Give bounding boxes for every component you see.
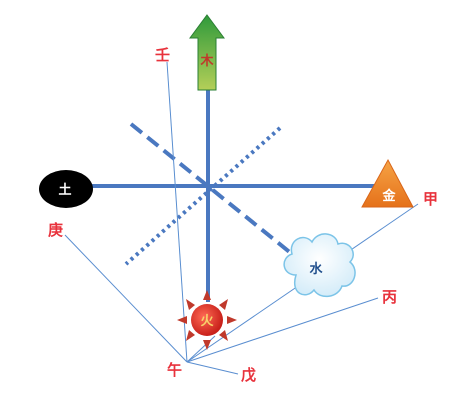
water-label: 水 — [309, 261, 323, 277]
metal-label: 金 — [381, 188, 396, 204]
label-geng: 庚 — [48, 221, 63, 239]
label-wu-stem: 戊 — [241, 366, 256, 384]
label-jia: 甲 — [423, 190, 438, 208]
wood-arrow: 木 — [189, 14, 225, 91]
fire-sun: 火 — [177, 290, 237, 350]
water-cloud: 水 — [283, 233, 356, 298]
fire-label: 火 — [200, 314, 214, 329]
earth-shape: 土 — [39, 170, 93, 208]
convergence-lines — [64, 61, 419, 375]
dotted-diagonal-cross — [124, 126, 282, 266]
earth-label: 土 — [58, 182, 71, 198]
wood-label: 木 — [199, 53, 214, 69]
label-bing: 丙 — [382, 288, 397, 306]
metal-triangle: 金 — [361, 158, 414, 208]
label-wu-branch: 午 — [167, 361, 182, 379]
dashed-diagonal-main — [129, 122, 294, 256]
label-ren: 壬 — [155, 46, 170, 64]
